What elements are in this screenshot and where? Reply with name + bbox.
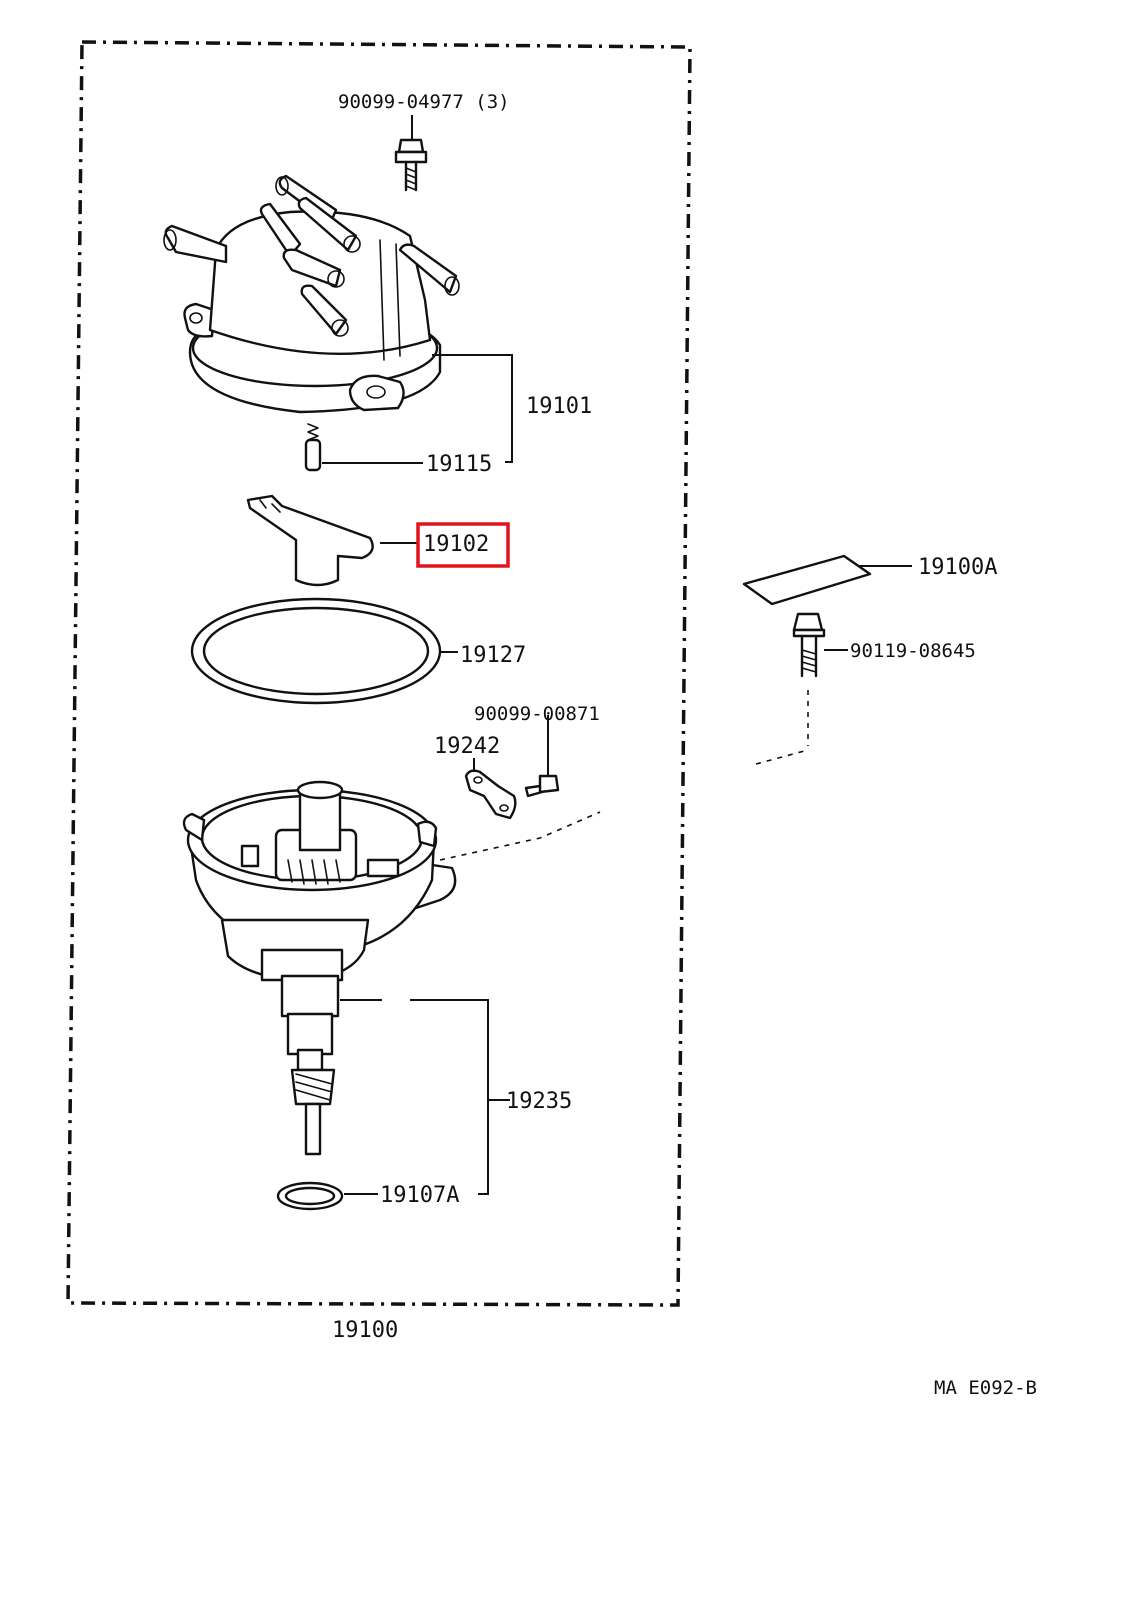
reference-code: MA E092-B <box>934 1377 1037 1399</box>
label-assembly: 19100 <box>332 1318 398 1343</box>
carbon-brush-icon <box>304 423 423 472</box>
assembly-boundary <box>66 40 692 1307</box>
bolt-icon <box>524 715 560 798</box>
label-seal: 19127 <box>460 643 526 668</box>
bolt-icon <box>792 612 848 746</box>
connector-lines <box>439 749 809 861</box>
label-bolt-top: 90099-04977 (3) <box>338 91 510 113</box>
rotor-icon <box>246 494 418 587</box>
distributor-housing-icon <box>182 780 510 1195</box>
o-ring-icon <box>276 1181 378 1211</box>
gasket-ring-icon <box>190 597 458 705</box>
label-plate: 19100A <box>918 555 997 580</box>
label-carbon: 19115 <box>426 452 492 477</box>
bolt-icon <box>394 115 428 192</box>
clamp-icon <box>464 758 517 820</box>
label-cap: 19101 <box>526 394 592 419</box>
highlight-box <box>416 522 510 568</box>
label-housing: 19235 <box>506 1089 572 1114</box>
label-rotor: 19102 <box>423 532 489 557</box>
label-screw-small: 90099-00871 <box>474 703 600 725</box>
label-bolt-side: 90119-08645 <box>850 640 976 662</box>
label-oring: 19107A <box>380 1183 459 1208</box>
distributor-cap-icon <box>163 174 513 463</box>
label-plate-icon <box>742 554 912 606</box>
label-clamp: 19242 <box>434 734 500 759</box>
